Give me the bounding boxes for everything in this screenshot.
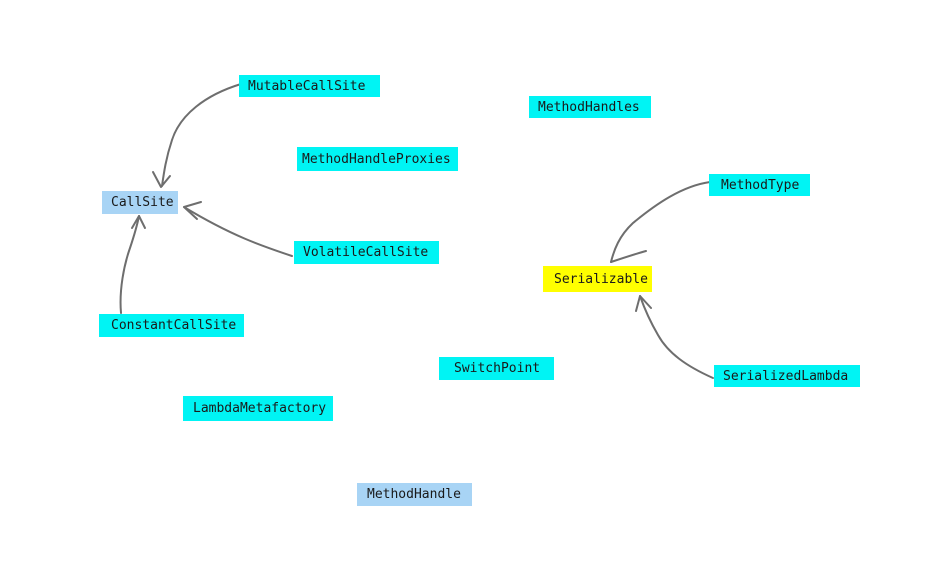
node-method-handle-proxies: MethodHandleProxies: [297, 147, 458, 171]
node-label: CallSite: [111, 195, 174, 210]
node-serializable: Serializable: [543, 266, 652, 292]
node-method-handles: MethodHandles: [529, 96, 651, 118]
node-switch-point: SwitchPoint: [439, 357, 554, 380]
arrow-serializedlambda-to-serializable: [635, 295, 714, 379]
arrow-mutablecallsite-to-callsite: [152, 83, 242, 188]
node-label: MethodHandleProxies: [302, 151, 451, 167]
node-label: Serializable: [554, 271, 648, 287]
node-constant-call-site: ConstantCallSite: [99, 314, 244, 337]
node-label: MethodType: [721, 177, 800, 193]
node-label: LambdaMetafactory: [193, 401, 327, 416]
node-label: ConstantCallSite: [111, 318, 237, 333]
node-label: MutableCallSite: [248, 78, 366, 94]
node-method-handle: MethodHandle: [357, 483, 472, 506]
node-label: SwitchPoint: [454, 361, 541, 376]
node-serialized-lambda: SerializedLambda: [714, 365, 860, 387]
node-label: VolatileCallSite: [303, 245, 429, 260]
node-label: SerializedLambda: [723, 368, 849, 384]
node-mutable-call-site: MutableCallSite: [239, 75, 380, 97]
node-label: MethodHandle: [367, 487, 461, 502]
node-label: MethodHandles: [538, 99, 640, 115]
node-volatile-call-site: VolatileCallSite: [294, 241, 439, 264]
node-call-site: CallSite: [102, 191, 178, 214]
node-method-type: MethodType: [709, 174, 810, 196]
arrow-methodtype-to-serializable: [610, 181, 711, 263]
arrow-constantcallsite-to-callsite: [119, 215, 146, 314]
arrow-volatilecallsite-to-callsite: [183, 201, 293, 257]
node-lambda-metafactory: LambdaMetafactory: [183, 396, 333, 421]
